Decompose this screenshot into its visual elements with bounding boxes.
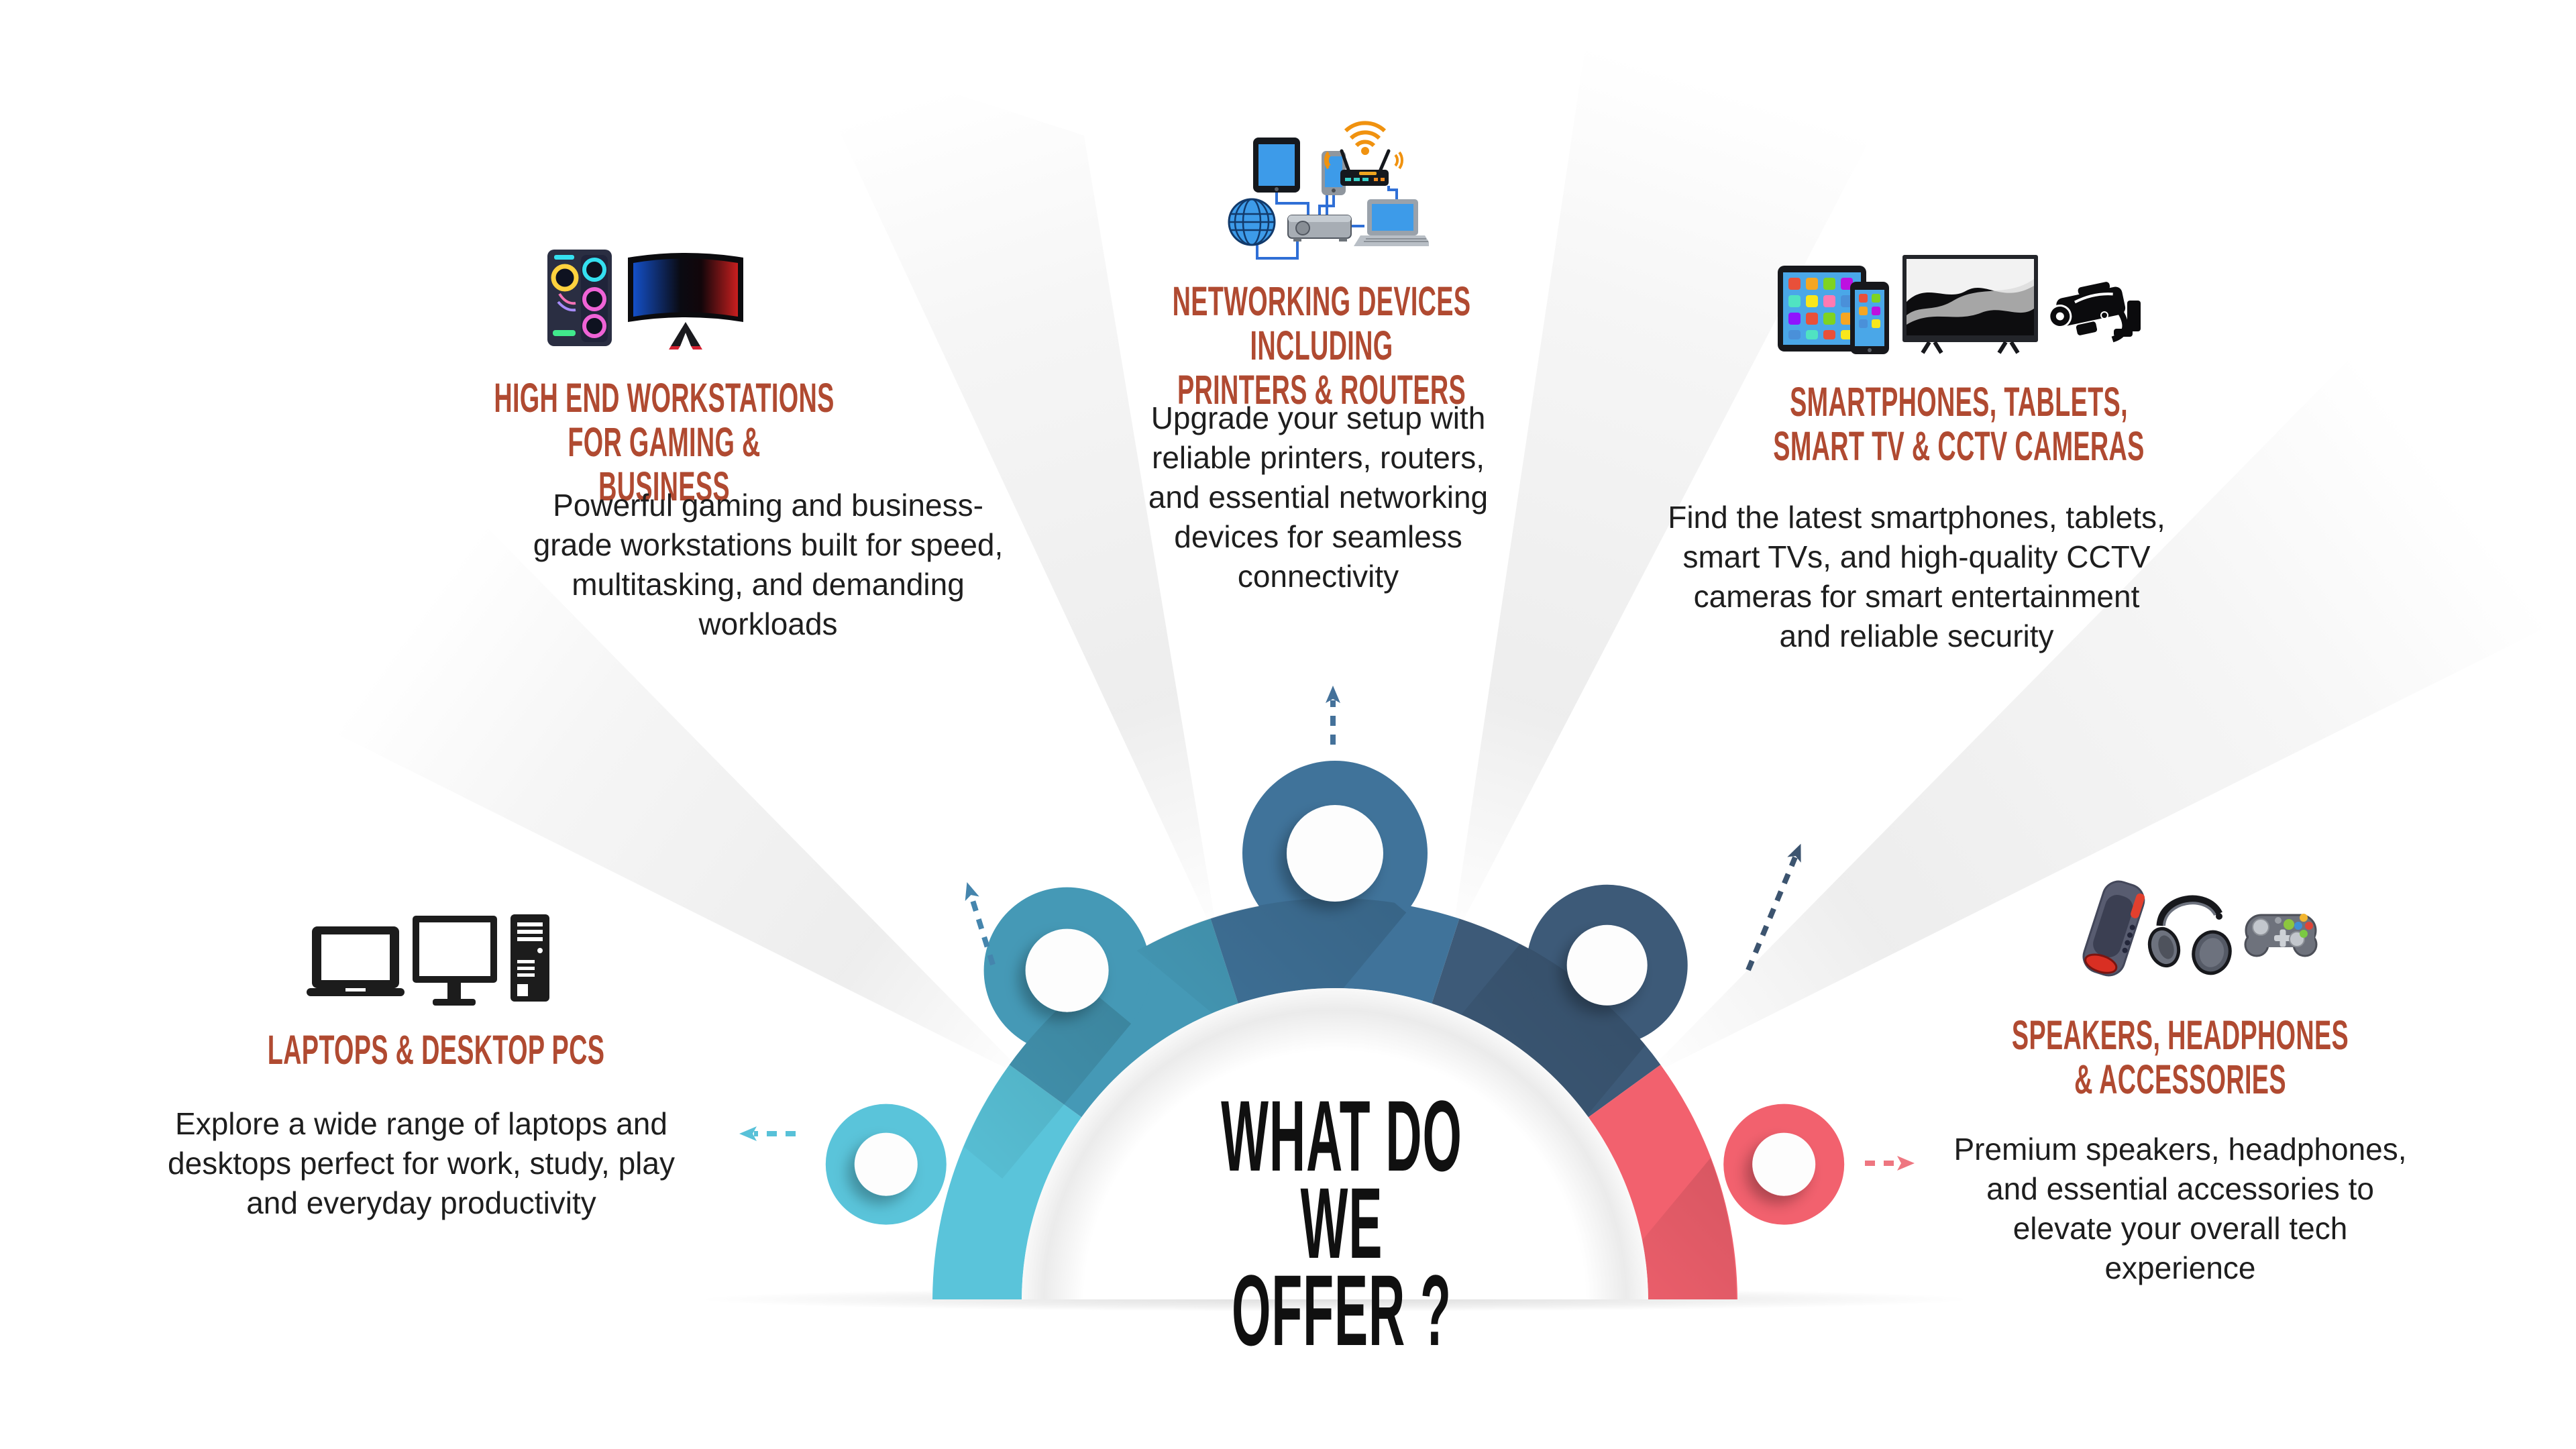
game-controller-icon — [2244, 914, 2318, 957]
laptops-body: Explore a wide range of laptops and desk… — [168, 1106, 675, 1220]
speakers-heading: SPEAKERS, HEADPHONES & ACCESSORIES — [2011, 1012, 2349, 1102]
knob-dot-smartphones — [1566, 924, 1648, 1006]
wifi-signal-icon — [1324, 121, 1403, 170]
networking-heading: NETWORKING DEVICES INCLUDING PRINTERS & … — [1172, 278, 1471, 413]
workstations-body: Powerful gaming and business- grade work… — [533, 488, 1004, 641]
smart-tv-icon — [1902, 255, 2038, 354]
laptop-icon — [1354, 199, 1429, 246]
workstations-heading: HIGH END WORKSTATIONS FOR GAMING & BUSIN… — [494, 375, 835, 509]
laptops-desktops-icon — [307, 914, 549, 1006]
workstations-icon — [547, 250, 743, 350]
desktop-monitor-icon — [413, 916, 497, 1006]
networking-devices-icon — [1228, 121, 1429, 260]
page-title: WHAT DO WE OFFER ? — [1221, 1079, 1462, 1366]
laptop-icon — [307, 926, 405, 996]
beam-workstations — [331, 523, 1031, 1081]
up-right-dashed-arrow — [1746, 843, 1801, 971]
globe-icon — [1228, 198, 1276, 246]
modem-icon — [1287, 215, 1352, 241]
speakers-headphones-icon — [2082, 880, 2318, 977]
knob-dot-workstations — [1025, 928, 1109, 1012]
speakers-body: Premium speakers, headphones, and essent… — [1953, 1132, 2407, 1285]
smartphones-body: Find the latest smartphones, tablets, sm… — [1668, 500, 2165, 653]
networking-body: Upgrade your setup with reliable printer… — [1148, 400, 1489, 594]
beam-speakers — [1639, 354, 2552, 1081]
wifi-router-icon — [1324, 121, 1403, 186]
laptops-heading: LAPTOPS & DESKTOP PCS — [267, 1027, 605, 1073]
center-dome — [1022, 988, 1648, 1299]
beam-networking-left — [798, 43, 1219, 944]
curved-gaming-monitor-icon — [628, 253, 743, 350]
rgb-gaming-tower-icon — [547, 250, 612, 346]
headphones-icon — [2147, 895, 2232, 975]
knob-dot-networking — [1287, 805, 1383, 902]
pc-tower-icon — [511, 914, 549, 1002]
tablet-with-apps-icon — [1778, 266, 1866, 352]
knob-dot-laptops — [854, 1132, 918, 1196]
beam-networking-right — [1451, 43, 1872, 944]
smartphone-with-apps-icon — [1850, 282, 1889, 354]
smartphones-heading: SMARTPHONES, TABLETS, SMART TV & CCTV CA… — [1773, 379, 2145, 469]
cctv-camera-icon — [2048, 282, 2141, 343]
knob-dot-speakers — [1752, 1132, 1816, 1196]
up-left-dashed-arrow — [965, 882, 996, 966]
bluetooth-speaker-icon — [2082, 880, 2145, 977]
smartphones-tv-cctv-icon — [1778, 255, 2141, 354]
tablet-icon — [1253, 138, 1300, 193]
